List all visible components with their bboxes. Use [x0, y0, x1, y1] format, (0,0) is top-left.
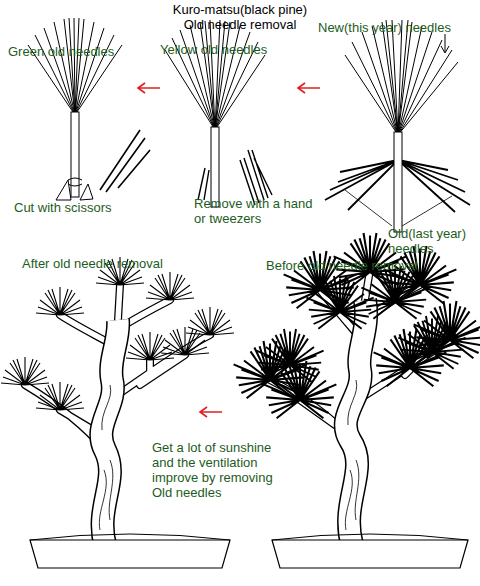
red-arrow: [298, 83, 320, 93]
bonsai-after: [1, 257, 234, 568]
pointer-arrow: [441, 34, 449, 53]
annotation-label: New(this year) needles: [318, 20, 478, 35]
needle-stub: [80, 184, 93, 200]
new-needles: [28, 18, 122, 115]
needle-tuft: [146, 272, 194, 300]
pot: [30, 540, 230, 568]
needle-stub: [56, 180, 71, 200]
needle-tuft: [161, 327, 209, 355]
needle-tuft: [398, 316, 465, 369]
annotation-label: After old needle removal: [22, 256, 222, 271]
bark: [345, 380, 358, 530]
pot-rim: [272, 534, 468, 540]
annotation-label: Before old needle removal: [266, 258, 466, 273]
needle-tuft: [256, 329, 323, 382]
annotation-label: Green old needles: [8, 44, 138, 59]
needle-tuft: [126, 332, 174, 360]
red-arrow: [138, 83, 160, 93]
trunk: [346, 300, 366, 545]
new-needles: [165, 20, 265, 130]
diagram-title: Kuro-matsu(black pine) Old needle remova…: [161, 2, 319, 32]
annotation-label: Cut with scissors: [14, 200, 144, 215]
red-arrow: [200, 407, 222, 417]
bud-scales: [68, 178, 82, 186]
needle-tuft: [306, 276, 373, 329]
needle-tuft: [361, 266, 428, 319]
annotation-label: Yellow old needles: [160, 42, 300, 57]
leader-line: [345, 190, 452, 226]
needle-tuft: [186, 307, 234, 335]
stem: [211, 127, 219, 207]
cut-needles: [100, 130, 150, 192]
new-needles: [345, 20, 458, 135]
bonsai-before: [234, 233, 480, 568]
pot-rim: [30, 534, 230, 540]
trunk: [346, 300, 366, 545]
needle-tuft: [36, 382, 84, 410]
annotation-label: Remove with a hand or tweezers: [194, 196, 316, 226]
annotation-label: Old(last year) needles: [388, 226, 476, 256]
stem: [71, 112, 79, 197]
annotation-label: Get a lot of sunshine and the ventilatio…: [152, 440, 292, 500]
trunk: [101, 320, 118, 545]
needle-tuft: [36, 287, 84, 315]
bark: [99, 385, 112, 530]
trunk: [101, 320, 118, 545]
pine-shoot: [325, 20, 470, 232]
needle-tuft: [1, 357, 49, 385]
pot: [272, 540, 468, 568]
stem: [394, 132, 402, 232]
